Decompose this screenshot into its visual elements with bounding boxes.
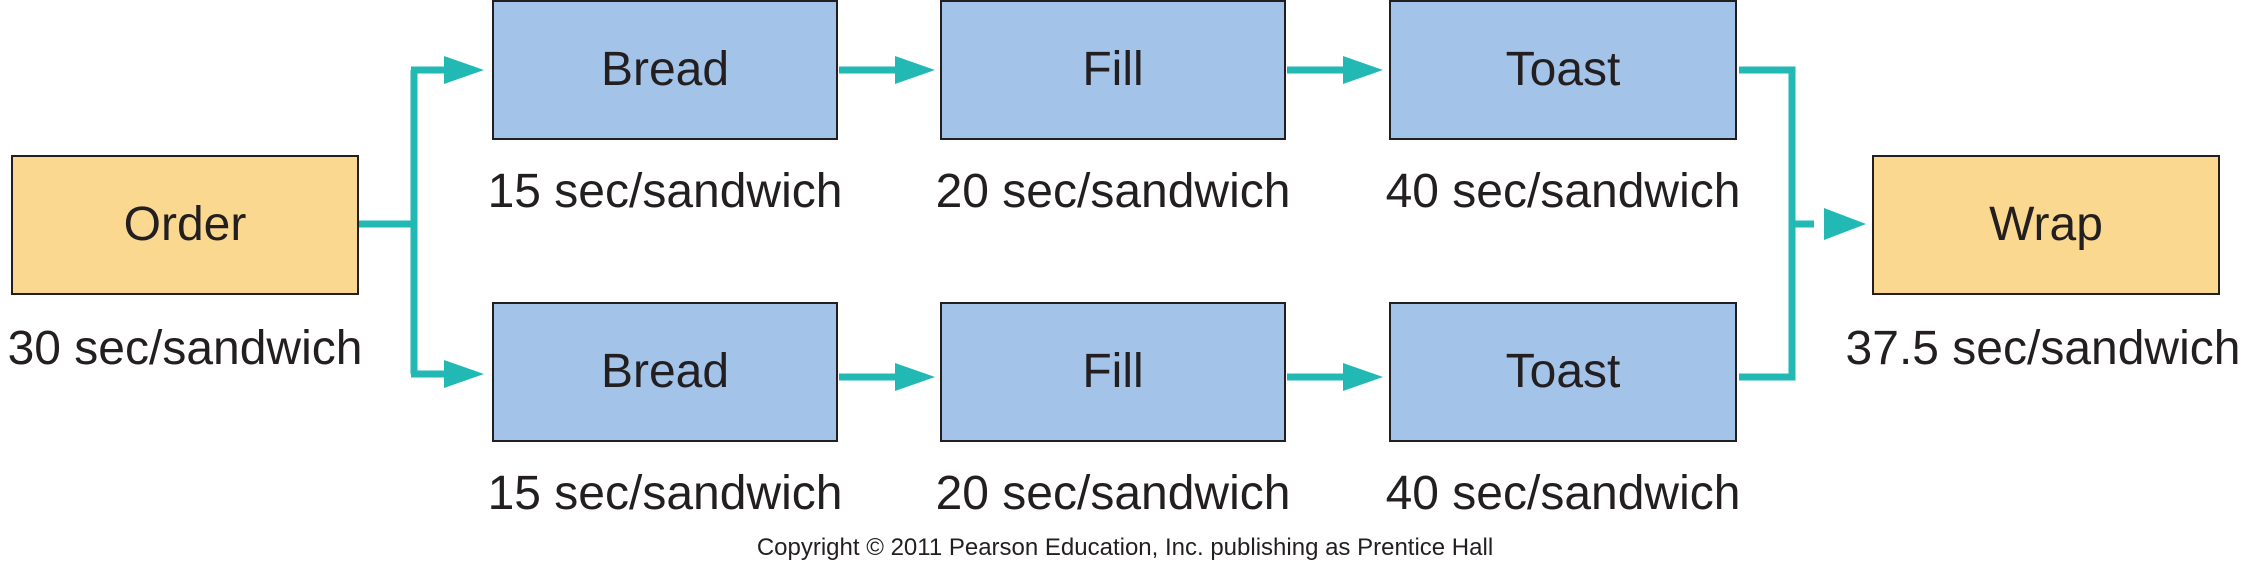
connector-toast-merge [1739,66,1814,381]
toast-box-top: Toast [1389,0,1737,140]
wrap-rate: 37.5 sec/sandwich [1845,322,2241,375]
arrowhead-fill-bottom [895,363,935,391]
bread-box-top: Bread [492,0,838,140]
toast-rate-top: 40 sec/sandwich [1385,165,1741,218]
fill-box-top: Fill [940,0,1286,140]
arrowhead-bread-top [444,56,484,84]
fill-label-bottom: Fill [1082,345,1144,398]
fill-label-top: Fill [1082,43,1144,96]
arrowhead-fill-top [895,56,935,84]
arrowhead-toast-top [1343,56,1383,84]
bread-label-top: Bread [600,43,730,96]
toast-rate-bottom: 40 sec/sandwich [1385,467,1741,520]
toast-label-bottom: Toast [1505,345,1621,398]
fill-rate-top: 20 sec/sandwich [935,165,1291,218]
order-box: Order [11,155,359,295]
bread-rate-top: 15 sec/sandwich [487,165,843,218]
fill-box-bottom: Fill [940,302,1286,442]
arrowhead-toast-bottom [1343,363,1383,391]
bread-box-bottom: Bread [492,302,838,442]
fill-rate-bottom: 20 sec/sandwich [935,467,1291,520]
copyright-notice: Copyright © 2011 Pearson Education, Inc.… [756,534,1494,561]
arrowhead-wrap [1824,208,1866,240]
toast-label-top: Toast [1505,43,1621,96]
wrap-label: Wrap [1989,198,2103,251]
connector-order-split [358,70,418,374]
wrap-box: Wrap [1872,155,2220,295]
bread-rate-bottom: 15 sec/sandwich [487,467,843,520]
order-rate: 30 sec/sandwich [7,322,363,375]
arrowhead-bread-bottom [444,360,484,388]
bread-label-bottom: Bread [600,345,730,398]
toast-box-bottom: Toast [1389,302,1737,442]
order-label: Order [123,198,247,251]
